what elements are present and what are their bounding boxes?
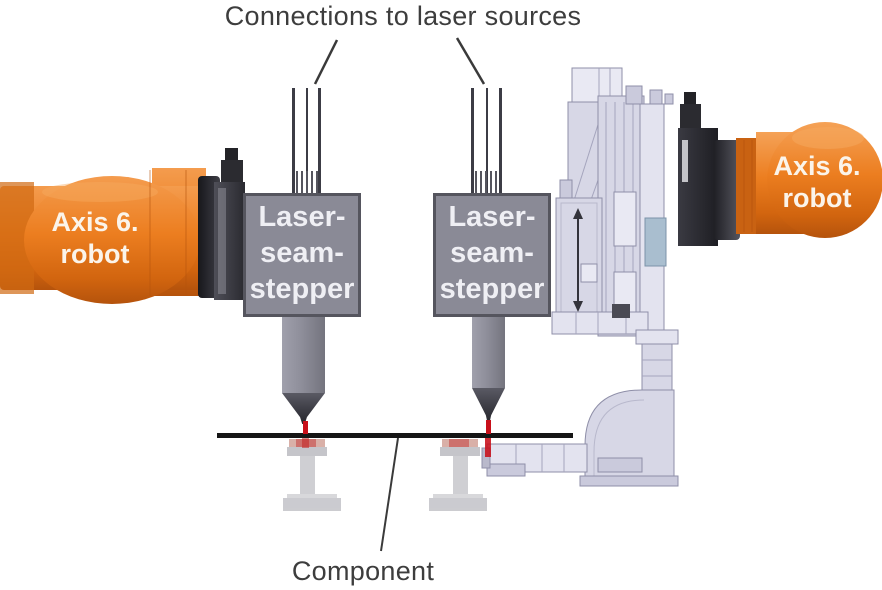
laser-glow-right: [485, 438, 491, 457]
robot-label-right-line2: robot: [782, 183, 852, 213]
diagram-title: Connections to laser sources: [224, 1, 582, 31]
right-robot-arm: [736, 122, 882, 238]
coupling-knob-tip-right: [684, 92, 696, 106]
robot-label-left-line1: Axis 6.: [51, 207, 139, 237]
coupling-knob-right: [680, 104, 701, 134]
machine-carriage-upper: [613, 191, 637, 247]
robot-label-right: Axis 6. robot: [747, 150, 882, 214]
stepper-column-right: [472, 313, 505, 388]
stepper-label-right-line1: Laser-: [448, 201, 536, 233]
component-line: [217, 433, 573, 438]
stepper-label-left-line2: seam-: [260, 237, 344, 269]
stepper-box-left: Laser- seam- stepper: [243, 193, 361, 317]
stepper-label-right-line2: seam-: [450, 237, 534, 269]
stepper-box-right: Laser- seam- stepper: [433, 193, 551, 317]
machine-bottom-tube: [551, 311, 649, 335]
robot-label-left-line2: robot: [60, 239, 130, 269]
coupling-knob-tip-left: [225, 148, 238, 162]
laser-beam-right: [486, 420, 491, 434]
stepper-label-left-line1: Laser-: [258, 201, 346, 233]
machine-slide-block: [644, 217, 667, 267]
stepper-label-left-line3: stepper: [249, 273, 355, 305]
vertical-motion-arrow-icon: [573, 208, 583, 312]
laser-glow-left: [302, 438, 309, 448]
left-robot-arm: [0, 168, 206, 304]
title-leader-line-left: [313, 39, 339, 85]
stepper-column-left: [282, 313, 325, 393]
component-leader-line: [380, 437, 399, 552]
machine-tower-cap: [571, 67, 623, 103]
coupling-highlight-left: [218, 188, 226, 294]
robot-label-left: Axis 6. robot: [15, 206, 175, 270]
weld-mark-right: [449, 439, 469, 447]
laser-beam-left: [303, 421, 308, 434]
stepper-label-right-line3: stepper: [439, 273, 545, 305]
robot-label-right-line1: Axis 6.: [773, 151, 861, 181]
component-label: Component: [291, 556, 435, 586]
coupling-highlight-right: [682, 140, 688, 182]
stepper-nozzle-left: [282, 393, 325, 424]
robot-coupling-ring-right: [714, 140, 740, 240]
linear-actuator-machine: [481, 67, 679, 487]
